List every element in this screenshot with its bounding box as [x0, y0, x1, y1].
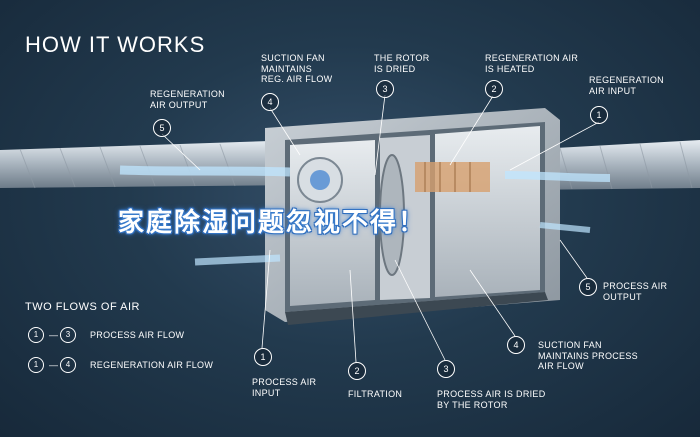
legend-from-number: 1 — [28, 327, 44, 343]
legend-dash: — — [49, 360, 58, 370]
callout-bottom-2-number: 2 — [348, 362, 366, 380]
legend-from-number: 1 — [28, 357, 44, 373]
callout-bottom-3-text: PROCESS AIR IS DRIED BY THE ROTOR — [437, 389, 546, 410]
callout-bottom-5-text: PROCESS AIR OUTPUT — [603, 281, 668, 302]
callout-bottom-1-text: PROCESS AIR INPUT — [252, 377, 317, 398]
callout-top-4-text: SUCTION FAN MAINTAINS REG. AIR FLOW — [261, 53, 333, 84]
callout-bottom-2-text: FILTRATION — [348, 389, 403, 399]
legend-to-number: 4 — [60, 357, 76, 373]
callout-bottom-3-number: 3 — [437, 360, 455, 378]
callout-bottom-4-number: 4 — [507, 336, 525, 354]
callout-top-1-text: REGENERATION AIR INPUT — [589, 75, 664, 96]
legend-dash: — — [49, 330, 58, 340]
callout-top-3-text: THE ROTOR IS DRIED — [374, 53, 430, 74]
watermark-text: 家庭除湿问题忽视不得！ — [118, 207, 427, 237]
callout-top-4-number: 4 — [261, 93, 279, 111]
callout-top-5-number: 5 — [153, 119, 171, 137]
legend-label: PROCESS AIR FLOW — [90, 330, 185, 340]
legend-to-number: 3 — [60, 327, 76, 343]
callout-bottom-5-number: 5 — [579, 278, 597, 296]
callout-top-2-text: REGENERATION AIR IS HEATED — [485, 53, 579, 74]
page-title: HOW IT WORKS — [25, 32, 206, 57]
left-duct — [0, 140, 300, 188]
callout-top-2-number: 2 — [485, 80, 503, 98]
legend-label: REGENERATION AIR FLOW — [90, 360, 214, 370]
legend-title: TWO FLOWS OF AIR — [25, 301, 140, 313]
callout-top-3-number: 3 — [376, 80, 394, 98]
callout-top-5-text: REGENERATION AIR OUTPUT — [150, 89, 225, 110]
callout-top-1-number: 1 — [590, 106, 608, 124]
callout-bottom-1-number: 1 — [254, 348, 272, 366]
callout-bottom-4-text: SUCTION FAN MAINTAINS PROCESS AIR FLOW — [538, 340, 638, 371]
